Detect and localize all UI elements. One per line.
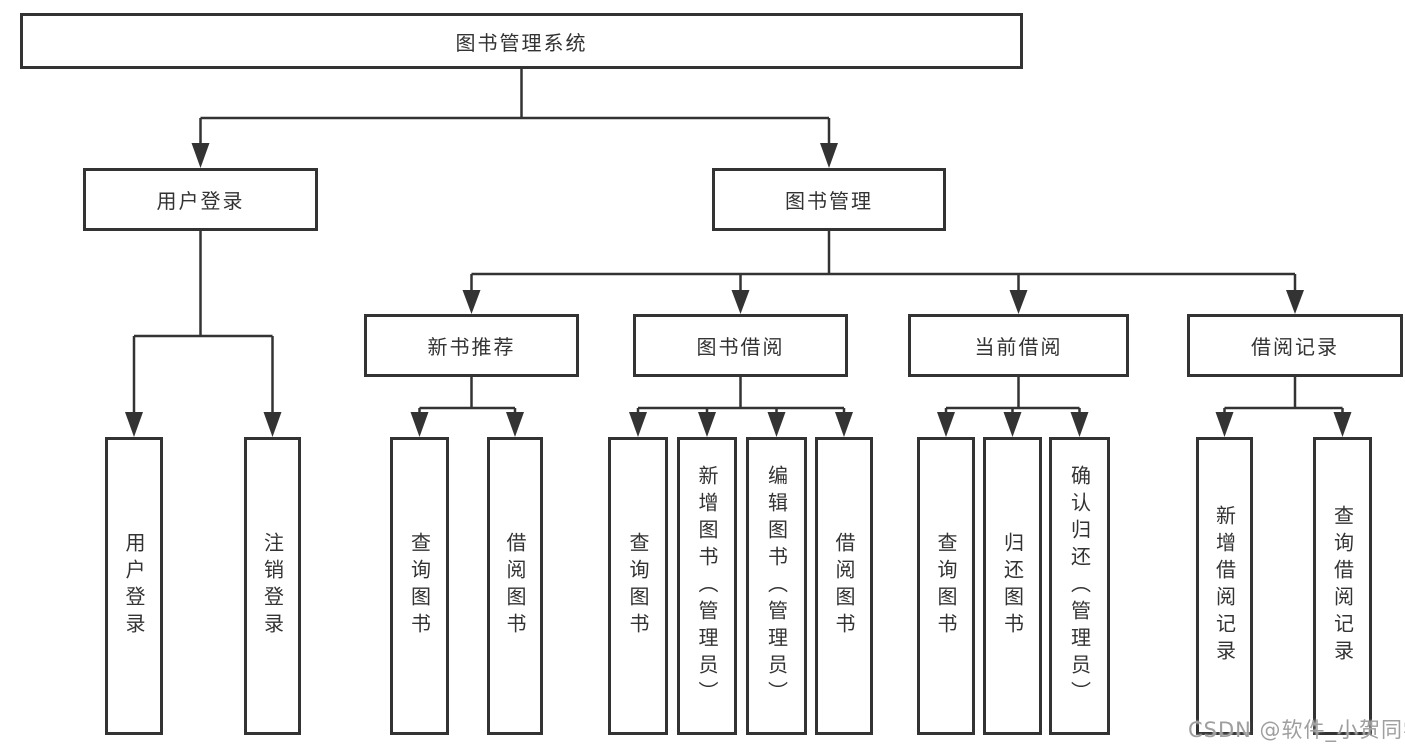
arrow-down-icon <box>731 290 750 314</box>
arrow-down-icon <box>191 143 210 168</box>
leaf-confirm-return-admin: 确认归还（管理员） <box>1049 437 1110 735</box>
leaf-query-books: 查询图书 <box>390 437 449 735</box>
arrow-down-icon <box>1286 290 1304 314</box>
node-borrow-records: 借阅记录 <box>1187 314 1403 377</box>
node-new-book-recommend: 新书推荐 <box>364 314 579 377</box>
node-book-borrow: 图书借阅 <box>633 314 848 377</box>
arrow-down-icon <box>1333 412 1352 437</box>
arrow-down-icon <box>767 412 786 437</box>
leaf-add-borrow-record: 新增借阅记录 <box>1196 437 1253 735</box>
arrowheads <box>125 143 1352 437</box>
leaf-return-books: 归还图书 <box>983 437 1042 735</box>
arrow-down-icon <box>506 412 524 437</box>
arrow-down-icon <box>1003 412 1022 437</box>
arrow-down-icon <box>1009 290 1028 314</box>
arrow-down-icon <box>820 143 838 168</box>
leaf-borrow-books: 借阅图书 <box>487 437 543 735</box>
arrow-down-icon <box>263 412 282 437</box>
csdn-watermark: CSDN @软件_小贺同学 <box>1188 718 1405 742</box>
node-library-management-system: 图书管理系统 <box>20 13 1023 69</box>
leaf-logout: 注销登录 <box>244 437 301 735</box>
arrow-down-icon <box>462 290 481 314</box>
leaf-query-books-2: 查询图书 <box>608 437 668 735</box>
node-book-management: 图书管理 <box>712 168 946 231</box>
arrow-down-icon <box>125 412 143 437</box>
arrow-down-icon <box>835 412 853 437</box>
arrow-down-icon <box>937 412 955 437</box>
leaf-query-books-3: 查询图书 <box>917 437 975 735</box>
arrow-down-icon <box>629 412 647 437</box>
arrow-down-icon <box>698 412 716 437</box>
node-user-login: 用户登录 <box>83 168 318 231</box>
leaf-user-login: 用户登录 <box>105 437 163 735</box>
tree-branch-lines <box>132 69 1344 416</box>
leaf-borrow-books-2: 借阅图书 <box>815 437 873 735</box>
arrow-down-icon <box>1215 412 1234 437</box>
leaf-query-borrow-record: 查询借阅记录 <box>1313 437 1372 735</box>
node-current-borrow: 当前借阅 <box>908 314 1129 377</box>
arrow-down-icon <box>410 412 429 437</box>
arrow-down-icon <box>1070 412 1089 437</box>
leaf-add-book-admin: 新增图书（管理员） <box>677 437 737 735</box>
leaf-edit-book-admin: 编辑图书（管理员） <box>746 437 807 735</box>
